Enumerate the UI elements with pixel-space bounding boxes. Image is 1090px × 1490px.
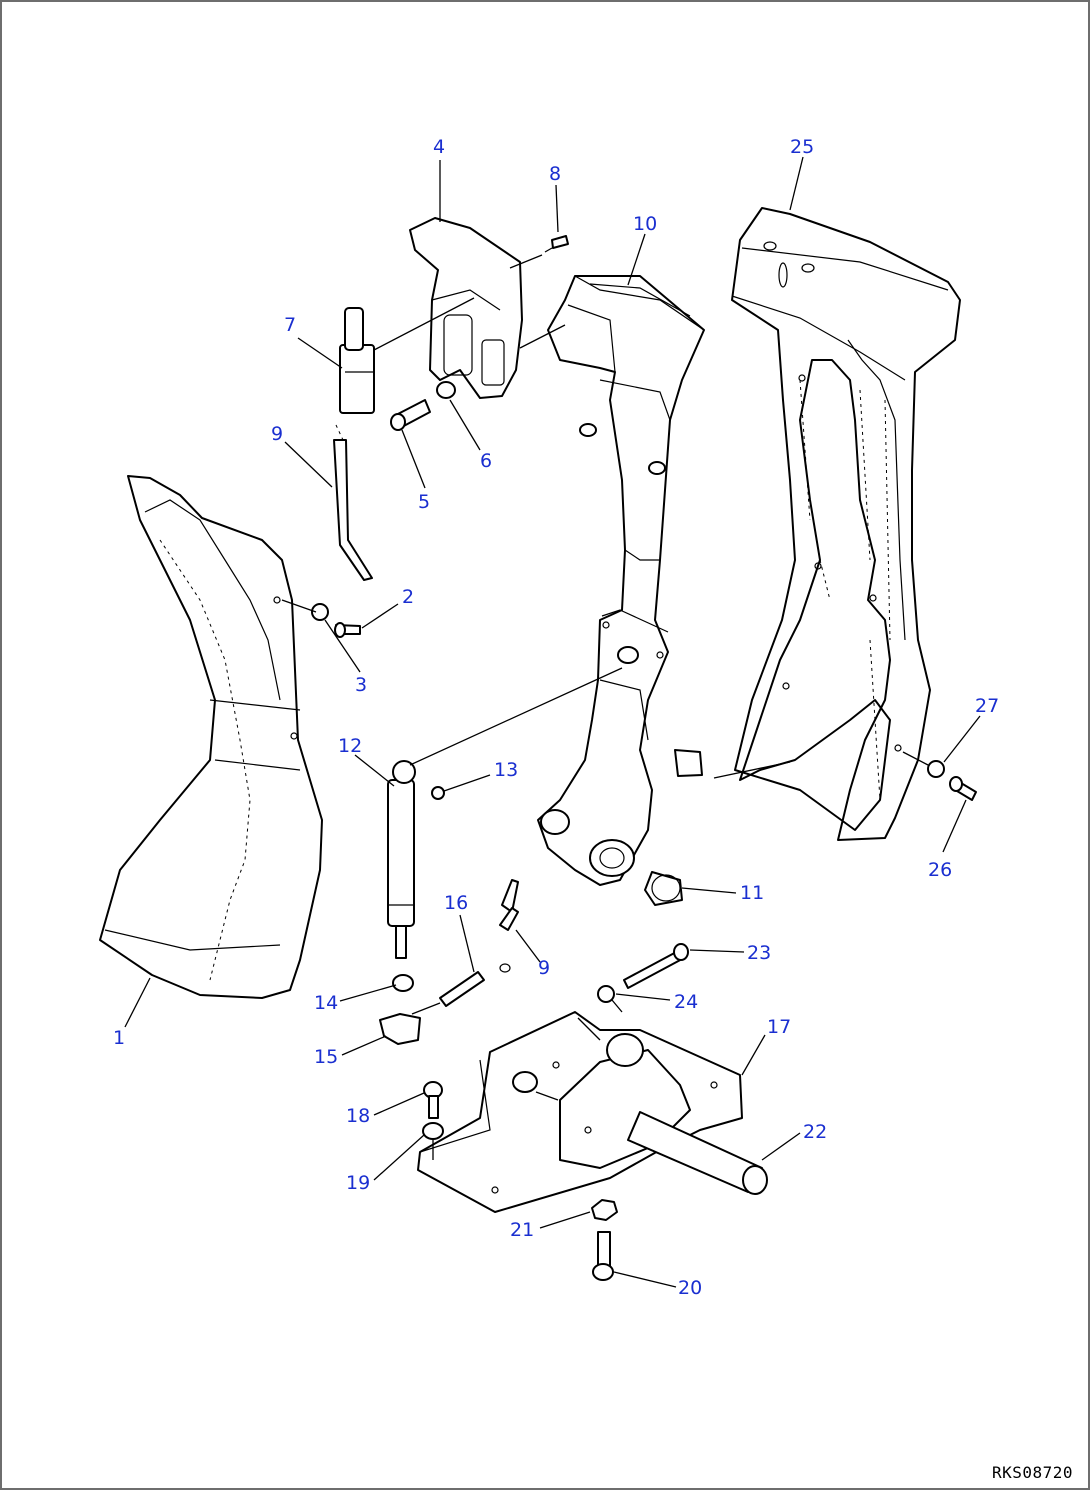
part-10-column-frame bbox=[537, 275, 705, 886]
part-16-pin bbox=[439, 971, 485, 1007]
part-9-harness-lower bbox=[499, 879, 519, 973]
part-19-washer bbox=[422, 1122, 444, 1140]
part-6-washer bbox=[436, 381, 456, 399]
part-22-shaft bbox=[627, 1111, 768, 1195]
part-7-key-switch bbox=[339, 307, 375, 414]
part-8-bolt bbox=[544, 235, 569, 253]
callout-3: 3 bbox=[355, 674, 367, 696]
callout-19: 19 bbox=[346, 1172, 370, 1194]
part-26-bolt bbox=[949, 776, 977, 801]
assembly-lines bbox=[281, 254, 929, 1160]
part-21-nut bbox=[591, 1199, 618, 1221]
callout-14: 14 bbox=[314, 992, 338, 1014]
callout-7: 7 bbox=[284, 314, 296, 336]
callout-23: 23 bbox=[747, 942, 771, 964]
part-4-bracket bbox=[409, 217, 523, 399]
part-24-washer bbox=[597, 985, 615, 1003]
callout-18: 18 bbox=[346, 1105, 370, 1127]
callout-9-lower: 9 bbox=[538, 957, 550, 979]
callout-12: 12 bbox=[338, 735, 362, 757]
part-25-rear-cover bbox=[731, 207, 961, 841]
callout-9-upper: 9 bbox=[271, 423, 283, 445]
callout-1: 1 bbox=[113, 1027, 125, 1049]
part-5-bolt bbox=[390, 399, 431, 431]
part-15-clevis bbox=[379, 1013, 421, 1045]
part-23-bolt bbox=[623, 943, 689, 989]
drawing-code: RKS08720 bbox=[992, 1463, 1073, 1482]
part-12-gas-spring bbox=[387, 760, 416, 959]
part-18-bolt bbox=[423, 1081, 443, 1119]
callout-2: 2 bbox=[402, 586, 414, 608]
part-9-harness-upper bbox=[333, 424, 373, 581]
part-11-bushing bbox=[644, 871, 683, 906]
part-13-clip bbox=[431, 786, 445, 800]
callout-10: 10 bbox=[633, 213, 657, 235]
callout-5: 5 bbox=[418, 491, 430, 513]
callout-labels: 1 2 3 4 5 6 7 8 9 9 10 11 12 13 14 15 16… bbox=[113, 136, 999, 1299]
callout-26: 26 bbox=[928, 859, 952, 881]
callout-17: 17 bbox=[767, 1016, 791, 1038]
part-2-bolt bbox=[334, 622, 361, 638]
part-17-base-bracket bbox=[417, 1011, 743, 1213]
callout-6: 6 bbox=[480, 450, 492, 472]
callout-24: 24 bbox=[674, 991, 698, 1013]
callout-13: 13 bbox=[494, 759, 518, 781]
callout-15: 15 bbox=[314, 1046, 338, 1068]
callout-27: 27 bbox=[975, 695, 999, 717]
callout-22: 22 bbox=[803, 1121, 827, 1143]
part-3-washer bbox=[311, 603, 329, 621]
part-14-washer bbox=[392, 974, 414, 992]
part-27-washer bbox=[927, 760, 945, 778]
part-20-bolt bbox=[592, 1231, 614, 1281]
callout-20: 20 bbox=[678, 1277, 702, 1299]
part-1-front-cover bbox=[99, 475, 323, 999]
callout-4: 4 bbox=[433, 136, 445, 158]
callout-11: 11 bbox=[740, 882, 764, 904]
callout-8: 8 bbox=[549, 163, 561, 185]
leader-lines bbox=[124, 156, 981, 1288]
callout-21: 21 bbox=[510, 1219, 534, 1241]
callout-16: 16 bbox=[444, 892, 468, 914]
callout-25: 25 bbox=[790, 136, 814, 158]
